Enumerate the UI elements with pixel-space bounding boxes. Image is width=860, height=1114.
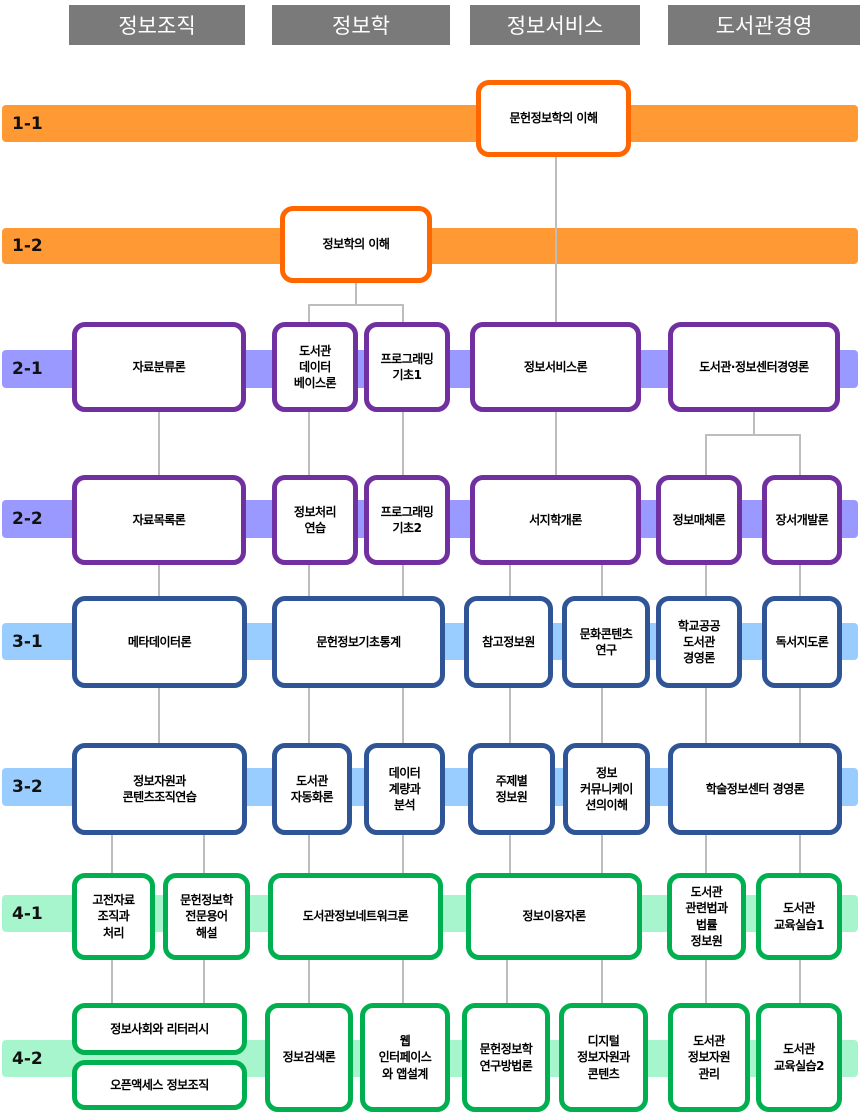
course-box[interactable]: 문헌정보학 연구방법론	[462, 1003, 550, 1112]
course-box[interactable]: 정보 커뮤니케이 션의이해	[563, 743, 650, 835]
course-box[interactable]: 문화콘텐츠 연구	[562, 596, 650, 688]
course-box[interactable]: 도서관 교육실습1	[756, 873, 842, 960]
course-box[interactable]: 도서관 관련법과 법률 정보원	[667, 873, 746, 960]
connector-line	[111, 960, 801, 1003]
course-box[interactable]: 정보사회와 리터러시	[72, 1003, 247, 1055]
header-도서관경영: 도서관경영	[668, 5, 860, 45]
course-box[interactable]: 프로그래밍 기초2	[364, 475, 450, 565]
course-box[interactable]: 학교공공 도서관 경영론	[656, 596, 742, 688]
level-bar-1-1: 1-1	[2, 105, 858, 142]
header-정보조직: 정보조직	[69, 5, 245, 45]
course-box[interactable]: 도서관 정보자원 관리	[668, 1003, 750, 1112]
course-box[interactable]: 웹 인터페이스 와 앱설계	[360, 1003, 450, 1112]
connector-line	[158, 688, 801, 743]
course-box[interactable]: 문헌정보학의 이해	[476, 80, 631, 157]
course-box[interactable]: 정보서비스론	[470, 322, 641, 412]
header-정보서비스: 정보서비스	[470, 5, 640, 45]
course-box[interactable]: 정보검색론	[265, 1003, 353, 1112]
course-box[interactable]: 정보학의 이해	[280, 206, 432, 283]
course-box[interactable]: 서지학개론	[470, 475, 641, 565]
header-정보학: 정보학	[272, 5, 450, 45]
course-box[interactable]: 참고정보원	[464, 596, 553, 688]
course-box[interactable]: 정보매체론	[656, 475, 742, 565]
course-box[interactable]: 도서관 자동화론	[272, 743, 352, 835]
course-box[interactable]: 도서관 데이터 베이스론	[272, 322, 358, 412]
course-box[interactable]: 장서개발론	[762, 475, 842, 565]
course-box[interactable]: 문헌정보기초통계	[272, 596, 445, 688]
course-box[interactable]: 독서지도론	[762, 596, 842, 688]
course-box[interactable]: 정보이용자론	[466, 873, 642, 960]
course-box[interactable]: 자료목록론	[72, 475, 246, 565]
course-box[interactable]: 메타데이터론	[72, 596, 247, 688]
course-box[interactable]: 정보자원과 콘텐츠조직연습	[72, 743, 247, 835]
course-box[interactable]: 학술정보센터 경영론	[668, 743, 842, 835]
course-box[interactable]: 데이터 계량과 분석	[364, 743, 445, 835]
course-box[interactable]: 오픈액세스 정보조직	[72, 1060, 247, 1110]
course-box[interactable]: 문헌정보학 전문용어 해설	[163, 873, 250, 960]
connector-line	[308, 283, 404, 322]
course-box[interactable]: 정보처리 연습	[272, 475, 358, 565]
course-box[interactable]: 도서관 교육실습2	[756, 1003, 842, 1112]
course-box[interactable]: 도서관정보네트워크론	[268, 873, 443, 960]
course-box[interactable]: 고전자료 조직과 처리	[72, 873, 155, 960]
connector-line	[158, 412, 801, 475]
connector-line	[158, 565, 801, 596]
course-box[interactable]: 주제별 정보원	[468, 743, 555, 835]
course-box[interactable]: 프로그래밍 기초1	[364, 322, 450, 412]
course-box[interactable]: 디지털 정보자원과 콘텐츠	[559, 1003, 648, 1112]
course-box[interactable]: 도서관·정보센터경영론	[668, 322, 840, 412]
course-box[interactable]: 자료분류론	[72, 322, 246, 412]
connector-line	[111, 835, 801, 873]
